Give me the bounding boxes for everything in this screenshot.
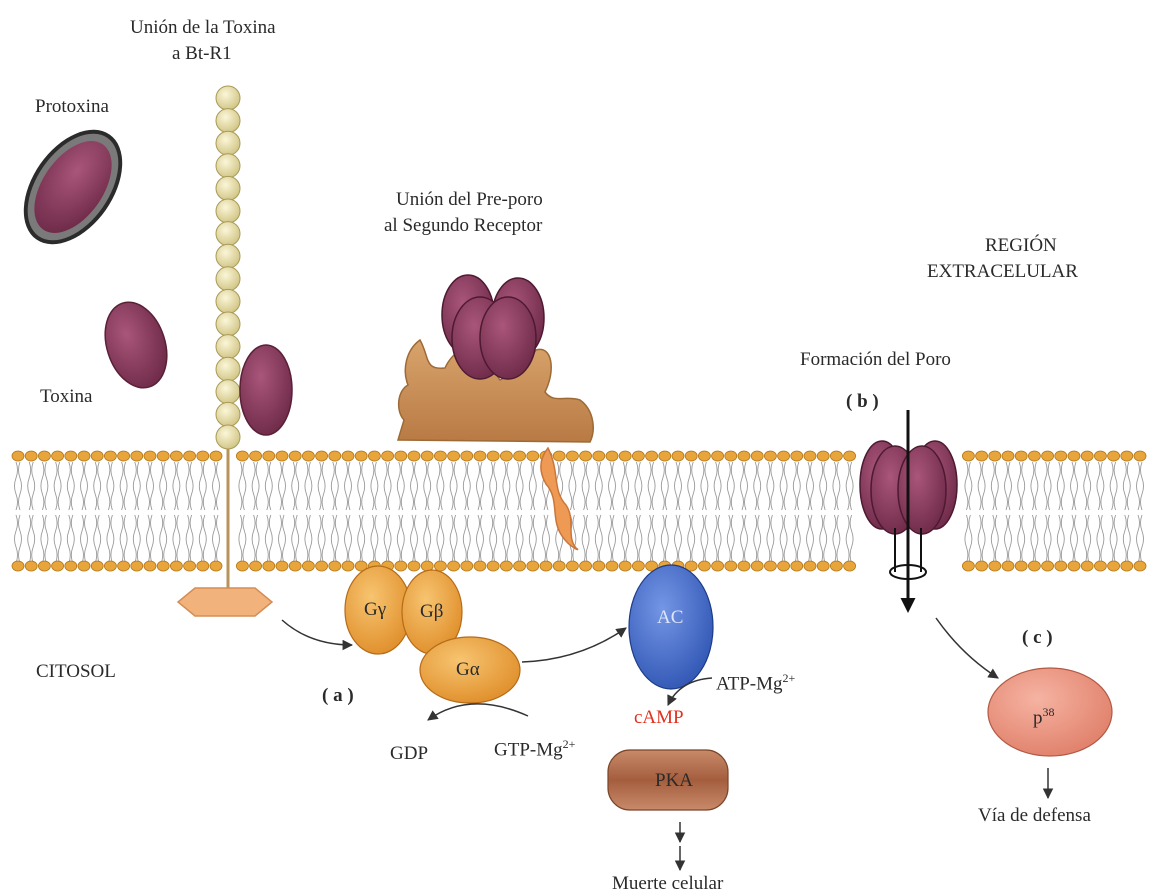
- receptor-bead-chain: [216, 86, 240, 449]
- pore-formation-label: Formación del Poro: [800, 348, 951, 372]
- protoxin-shape: [4, 112, 143, 263]
- region-label-line1: REGIÓN: [985, 234, 1057, 258]
- preporo-label-line2: al Segundo Receptor: [384, 214, 542, 238]
- lipid-heads: [12, 451, 1146, 571]
- toxin-binding-label-line1: Unión de la Toxina: [130, 16, 276, 40]
- marker-a: ( a ): [322, 684, 354, 708]
- preporo-label-line1: Unión del Pre-poro: [396, 188, 543, 212]
- pre-pore-oligomer: [442, 275, 544, 379]
- cell-membrane: [12, 451, 1146, 571]
- gdp-label: GDP: [390, 742, 428, 766]
- cytosol-label: CITOSOL: [36, 660, 116, 684]
- g-protein-complex: [345, 566, 520, 703]
- protoxin-label: Protoxina: [35, 95, 109, 119]
- camp-label: cAMP: [634, 706, 684, 730]
- g-alpha-label: Gα: [456, 658, 480, 682]
- defense-pathway-label: Vía de defensa: [978, 804, 1091, 828]
- p38-label: p38: [1033, 700, 1055, 730]
- toxin-shape: [95, 294, 177, 396]
- g-beta-label: Gβ: [420, 600, 443, 624]
- ac-label: AC: [657, 606, 683, 630]
- toxin-binding-label-line2: a Bt-R1: [172, 42, 232, 66]
- cell-death-label: Muerte celular: [612, 872, 723, 896]
- toxin-pore: [860, 410, 957, 610]
- toxin-label: Toxina: [40, 385, 93, 409]
- marker-b: ( b ): [846, 390, 879, 414]
- atp-mg-label: ATP-Mg2+: [716, 666, 795, 696]
- bound-toxin-shape: [240, 345, 292, 435]
- pka-label: PKA: [655, 769, 693, 793]
- receptor-intracellular-domain: [178, 588, 272, 616]
- region-label-line2: EXTRACELULAR: [927, 260, 1078, 284]
- marker-c: ( c ): [1022, 626, 1053, 650]
- g-gamma-label: Gγ: [364, 598, 386, 622]
- lipid-tails: [15, 462, 1144, 563]
- gtp-mg-label: GTP-Mg2+: [494, 732, 575, 762]
